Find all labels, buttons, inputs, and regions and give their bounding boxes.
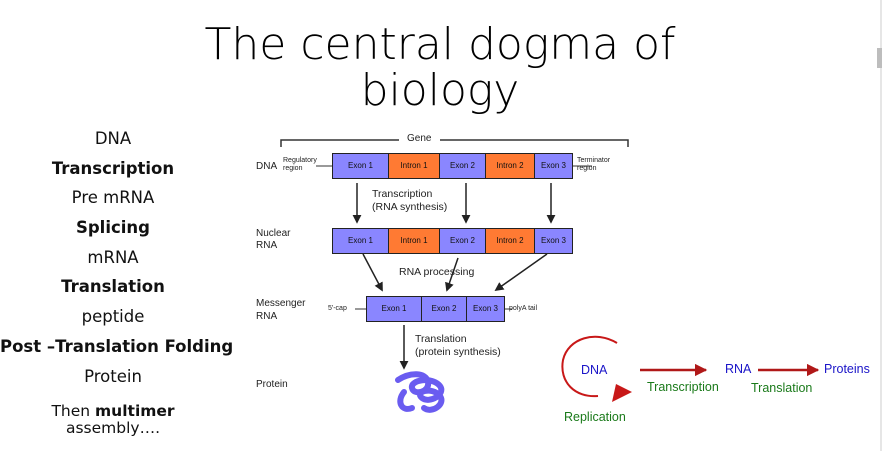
nuclear-exon-1: Exon 1 [332,228,389,254]
transcription-caption-2: (RNA synthesis) [372,201,448,213]
step-dna: DNA [94,129,132,148]
multimer-note: Then multimer assembly…. [40,403,186,437]
step-protein: Protein [84,366,142,386]
nuclear-exon-3: Exon 3 [534,228,573,254]
nuclear-intron-1: Intron 1 [388,228,440,254]
dogma-translation: Translation [751,381,813,395]
process-steps-list: DNA Transcription Pre mRNA Splicing mRNA… [0,124,234,391]
slide-edge [880,0,882,451]
step-splicing: Splicing [75,218,150,238]
dna-exon-3: Exon 3 [534,153,573,179]
title-line-1: The central dogma of [204,19,676,70]
dogma-rna: RNA [725,362,752,376]
gene-bracket [280,139,629,147]
gene-label: Gene [407,133,432,144]
title-line-2: biology [360,65,520,116]
regulatory-label-2: region [283,165,303,172]
multimer-suffix: assembly…. [65,419,161,437]
scroll-marker [877,48,882,68]
mrna-exon-1: Exon 1 [366,296,422,322]
row-label-nuclear: Nuclear [256,228,291,239]
step-peptide: peptide [81,307,145,327]
row-label-protein: Protein [256,379,288,390]
step-post-translation-folding: Post –Translation Folding [0,336,234,356]
replication-loop [561,335,618,398]
folded-protein-icon [395,371,445,413]
step-mrna: mRNA [87,247,139,267]
nuclear-exon-2: Exon 2 [439,228,486,254]
dna-exon-2: Exon 2 [439,153,486,179]
translation-caption-1: Translation [415,333,467,345]
row-label-messenger: Messenger [256,298,306,309]
processing-arrow-right [494,253,548,292]
dogma-replication: Replication [564,410,626,424]
terminator-label-1: Terminator [577,157,611,164]
regulatory-label-1: Regulatory [283,157,317,164]
terminator-label-2: region [577,165,597,172]
transcription-caption-1: Transcription [372,188,433,200]
translation-caption-2: (protein synthesis) [415,346,501,358]
dogma-transcription: Transcription [647,380,719,394]
row-label-nuclear-rna: RNA [256,240,278,251]
step-transcription: Transcription [51,158,175,178]
row-label-dna: DNA [256,161,278,172]
multimer-prefix: Then [51,402,96,420]
processing-arrow-left [362,253,383,292]
multimer-bold: multimer [95,402,175,420]
dogma-proteins: Proteins [824,362,870,376]
rna-processing-caption: RNA processing [399,266,475,278]
cap-label: 5'-cap [328,305,347,312]
processing-arrow-mid [445,257,459,292]
replication-arrowhead [612,384,632,402]
step-pre-mrna: Pre mRNA [71,188,155,208]
nuclear-intron-2: Intron 2 [485,228,535,254]
step-translation: Translation [61,277,165,297]
dna-intron-1: Intron 1 [388,153,440,179]
slide-title: The central dogma of biology [150,22,730,114]
dna-intron-2: Intron 2 [485,153,535,179]
mrna-exon-2: Exon 2 [421,296,467,322]
row-label-messenger-rna: RNA [256,311,278,322]
dogma-dna: DNA [581,363,608,377]
mrna-exon-3: Exon 3 [466,296,505,322]
polya-label: polyA tail [509,305,538,312]
dna-exon-1: Exon 1 [332,153,389,179]
